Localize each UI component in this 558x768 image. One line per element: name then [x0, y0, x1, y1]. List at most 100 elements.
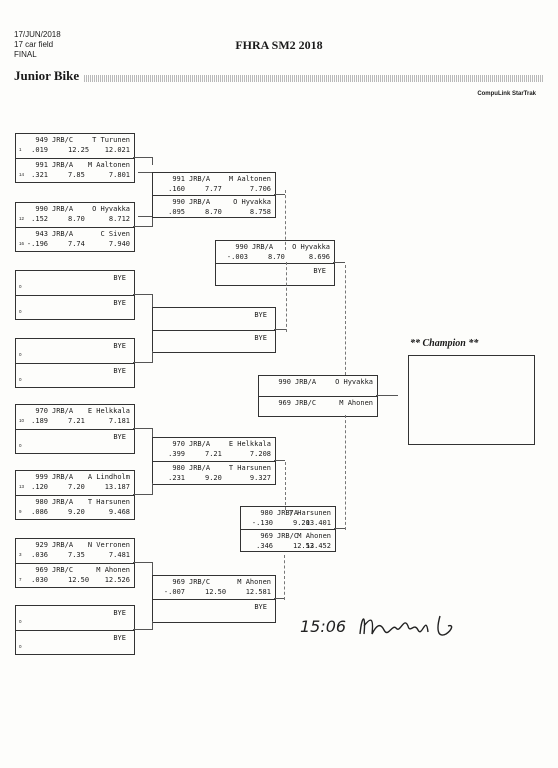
car-number: 943: [35, 230, 48, 238]
bye-label: BYE: [113, 609, 126, 617]
bracket-connector: [133, 157, 153, 158]
seed-number: 1: [19, 147, 22, 152]
bracket-connector: [152, 483, 153, 494]
bracket-connector: [152, 218, 153, 226]
racer-name: T Harsunen: [87, 498, 130, 506]
car-class: JRB/A: [189, 175, 211, 183]
racer-name: O Hyvakka: [92, 205, 130, 213]
header-meta: 17/JUN/2018 17 car field FINAL: [14, 30, 61, 60]
car-class: JRB/A: [295, 378, 317, 386]
car-class: JRB/A: [52, 541, 74, 549]
bracket-connector: [274, 329, 286, 330]
bracket-dashed-connector: [286, 262, 287, 332]
car-number: 929: [35, 541, 48, 549]
bracket-connector: [274, 598, 284, 599]
dial-in: 7.801: [108, 171, 130, 179]
reaction-time: .095: [168, 208, 185, 216]
bracket-dashed-connector: [345, 415, 346, 530]
bracket-connector: [138, 172, 152, 173]
racer-entry: BYE: [153, 331, 275, 352]
bye-label: BYE: [113, 367, 126, 375]
elapsed-time: 8.70: [268, 253, 285, 261]
racer-entry: BYE: [153, 600, 275, 622]
field-size: 17 car field: [14, 40, 54, 49]
event-title: FHRA SM2 2018: [235, 38, 323, 52]
car-class: JRB/A: [189, 464, 211, 472]
dial-in: 13.187: [104, 483, 130, 491]
racer-name: M Ahonen: [96, 566, 130, 574]
elapsed-time: 12.25: [68, 146, 90, 154]
bye-label: BYE: [254, 603, 267, 611]
elapsed-time: 8.70: [205, 208, 222, 216]
car-number: 980: [35, 498, 48, 506]
racer-name: O Hyvakka: [292, 243, 330, 251]
bye-label: BYE: [113, 433, 126, 441]
elapsed-time: 7.85: [68, 171, 85, 179]
elapsed-time: 8.70: [68, 215, 85, 223]
dial-in: 7.940: [108, 240, 130, 248]
reaction-time: .036: [31, 551, 48, 559]
elapsed-time: 7.21: [68, 417, 85, 425]
round-name: FINAL: [14, 50, 37, 59]
seed-number: 13: [19, 484, 25, 489]
car-number: 970: [172, 440, 185, 448]
seed-number: 0: [19, 443, 22, 448]
bracket-connector: [133, 362, 153, 363]
racer-name: N Verronen: [87, 541, 130, 549]
reaction-time: .189: [31, 417, 48, 425]
racer-name: E Helkkala: [228, 440, 271, 448]
elapsed-time: 7.20: [68, 483, 85, 491]
racer-entry: BYE: [216, 264, 334, 285]
seed-number: 0: [19, 309, 22, 314]
signature-time: 15:06: [300, 617, 346, 636]
elapsed-time: 12.53: [293, 542, 315, 550]
racer-entry: BYE: [153, 308, 275, 331]
dial-in: 8.696: [308, 253, 330, 261]
signature: 15:06: [300, 615, 453, 636]
dial-in: 12.581: [245, 588, 271, 596]
car-class: JRB/A: [189, 440, 211, 448]
bracket-connector: [274, 460, 285, 461]
bracket-connector: [133, 629, 153, 630]
car-number: 990: [172, 198, 185, 206]
car-number: 990: [35, 205, 48, 213]
reaction-time: .086: [31, 508, 48, 516]
car-class: JRB/A: [52, 161, 74, 169]
elapsed-time: 9.20: [293, 519, 310, 527]
car-class: JRB/A: [52, 205, 74, 213]
reaction-time: .399: [168, 450, 185, 458]
bracket-connector: [133, 494, 153, 495]
car-class: JRB/A: [252, 243, 274, 251]
dial-in: 7.208: [249, 450, 271, 458]
car-class: JRB/C: [189, 578, 211, 586]
elapsed-time: 7.77: [205, 185, 222, 193]
racer-name: M Aaltonen: [87, 161, 130, 169]
signature-scribble: [359, 615, 453, 636]
bye-label: BYE: [113, 274, 126, 282]
seed-number: 10: [19, 418, 25, 423]
class-name: Junior Bike: [14, 68, 80, 83]
seed-number: 0: [19, 377, 22, 382]
bracket-dashed-connector: [285, 190, 286, 250]
dial-in: 13.401: [305, 519, 331, 527]
dial-in: 9.468: [108, 508, 130, 516]
dial-in: 7.181: [108, 417, 130, 425]
reaction-time: .019: [31, 146, 48, 154]
bracket-dashed-connector: [345, 265, 346, 375]
reaction-time: -.007: [163, 588, 185, 596]
